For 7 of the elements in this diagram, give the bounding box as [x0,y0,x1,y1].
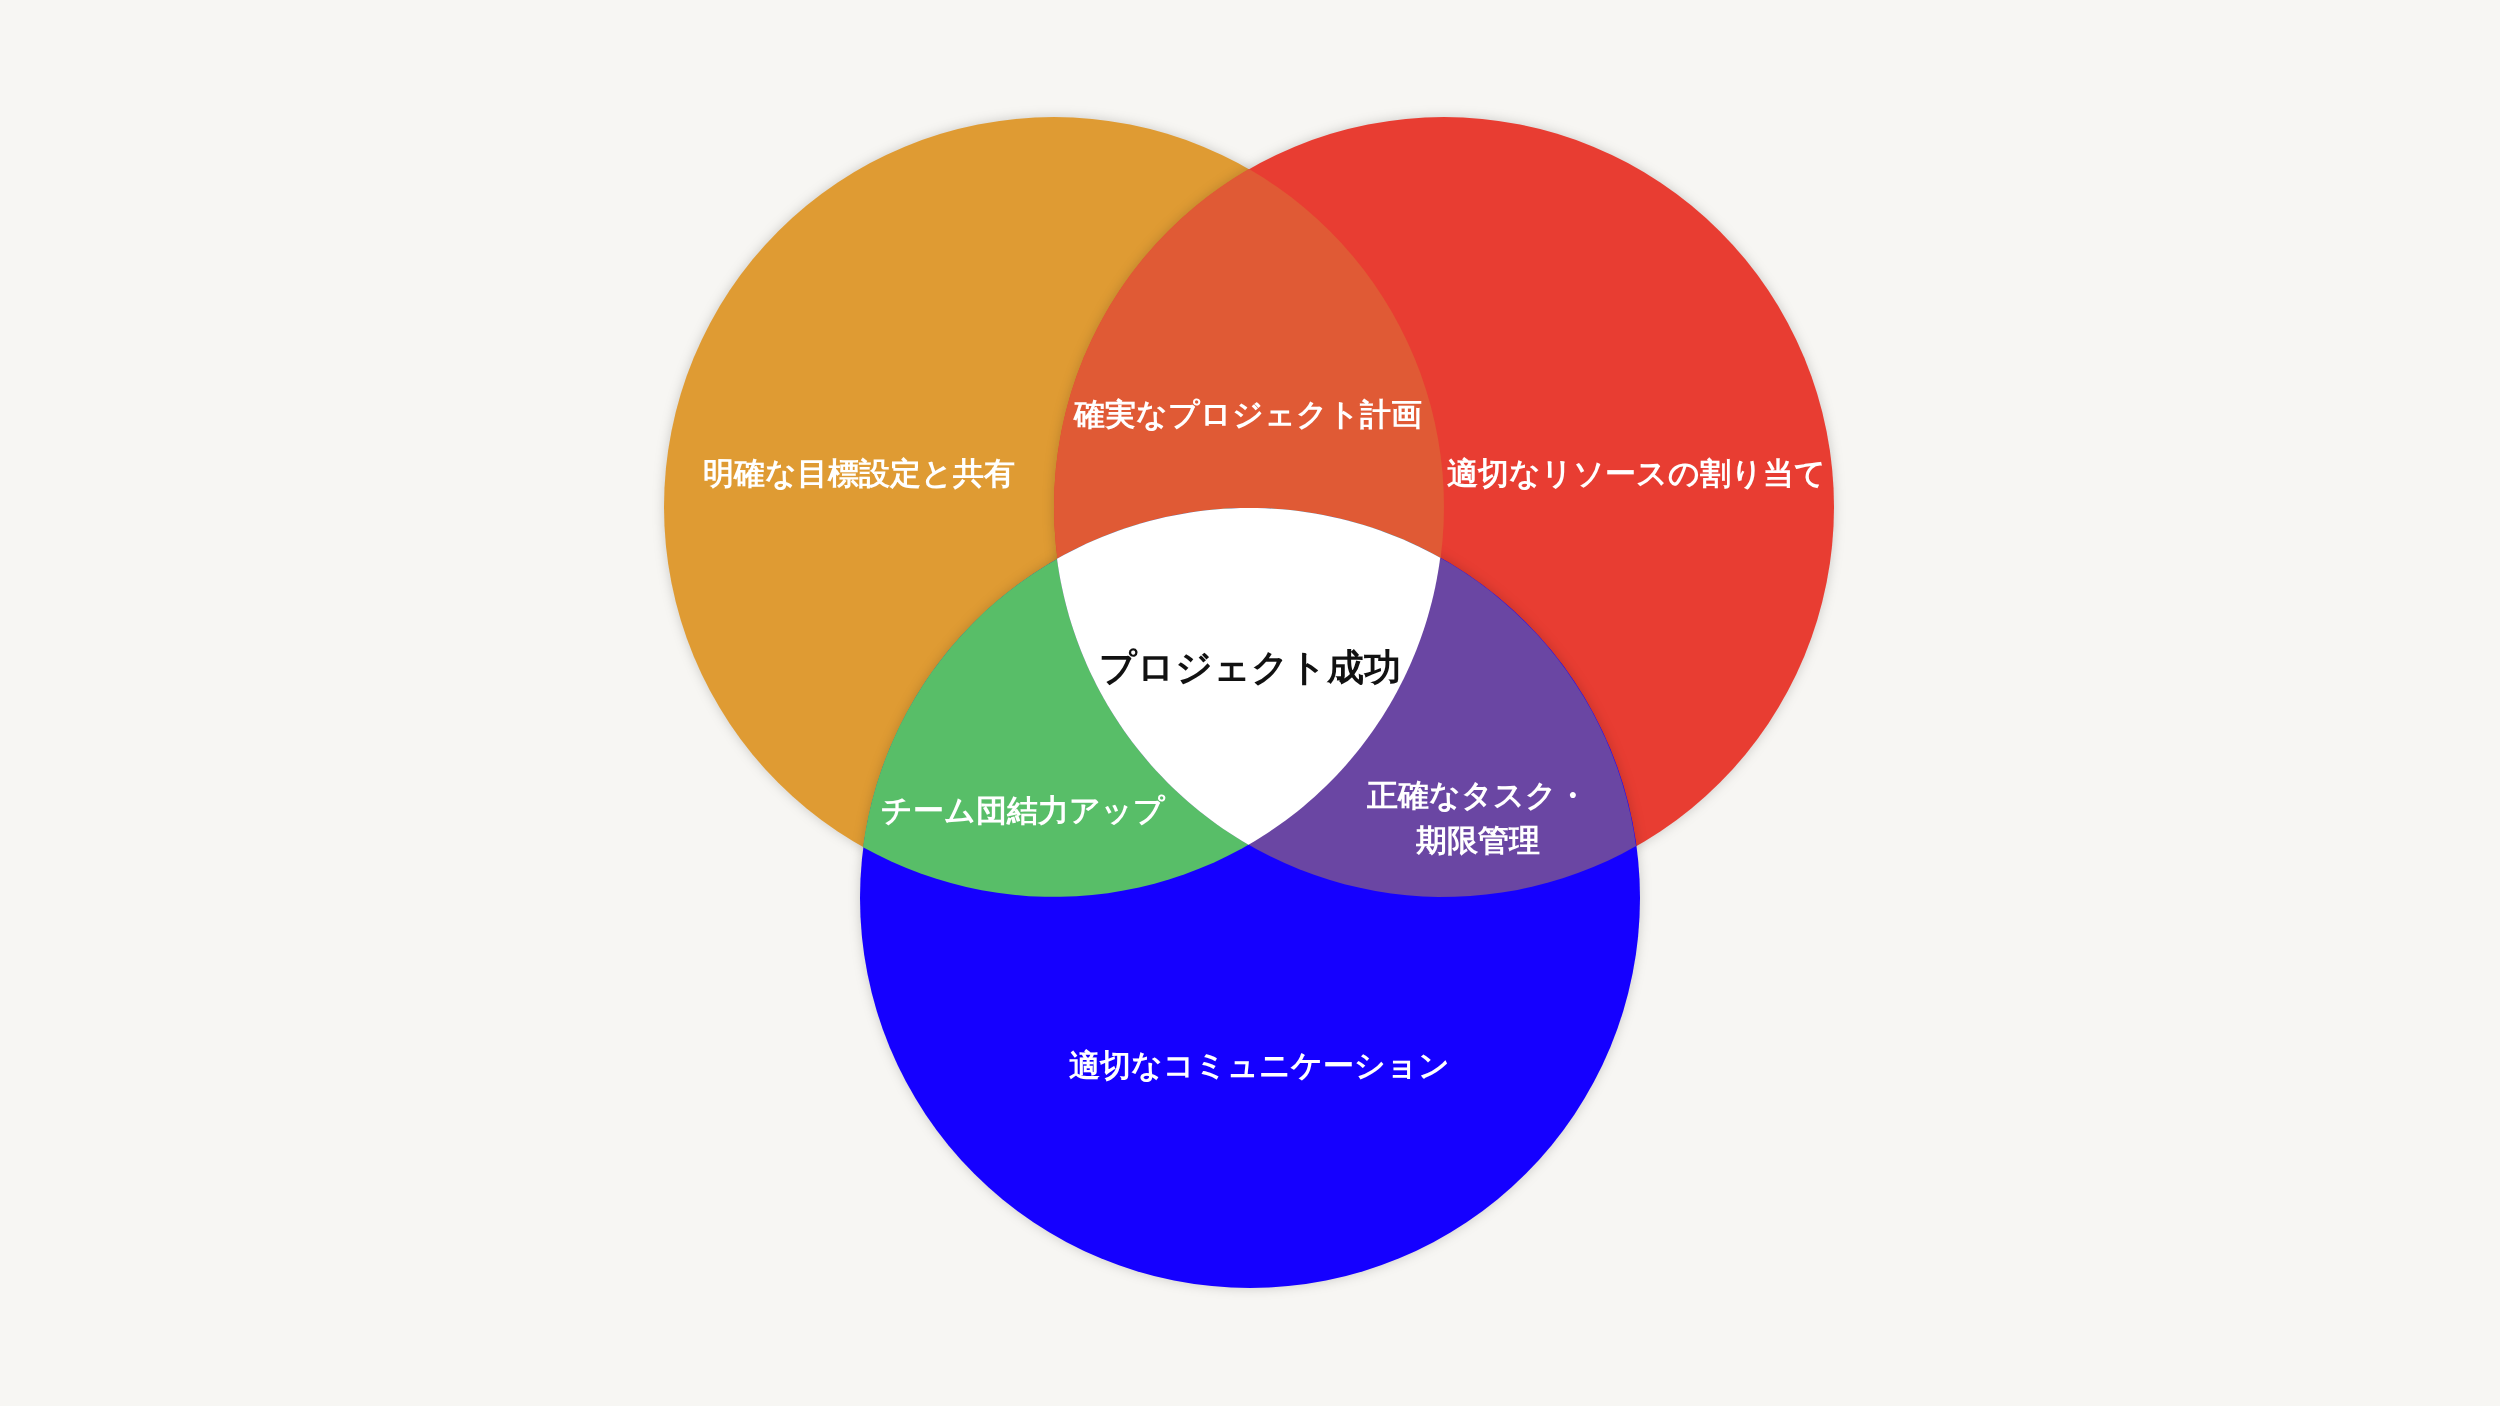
region-label: 適切なコミュニケーション [1068,1045,1450,1085]
region-label: 適切なリソースの割り当て [1446,453,1826,493]
region-label: プロジェクト成功 [1099,645,1401,692]
region-label: 明確な目標設定と共有 [703,453,1015,493]
region-label: チーム団結力アップ [881,790,1165,830]
region-label: 正確なタスク・期限管理 [1366,776,1590,860]
region-label: 確実なプロジェクト計画 [1074,394,1422,434]
